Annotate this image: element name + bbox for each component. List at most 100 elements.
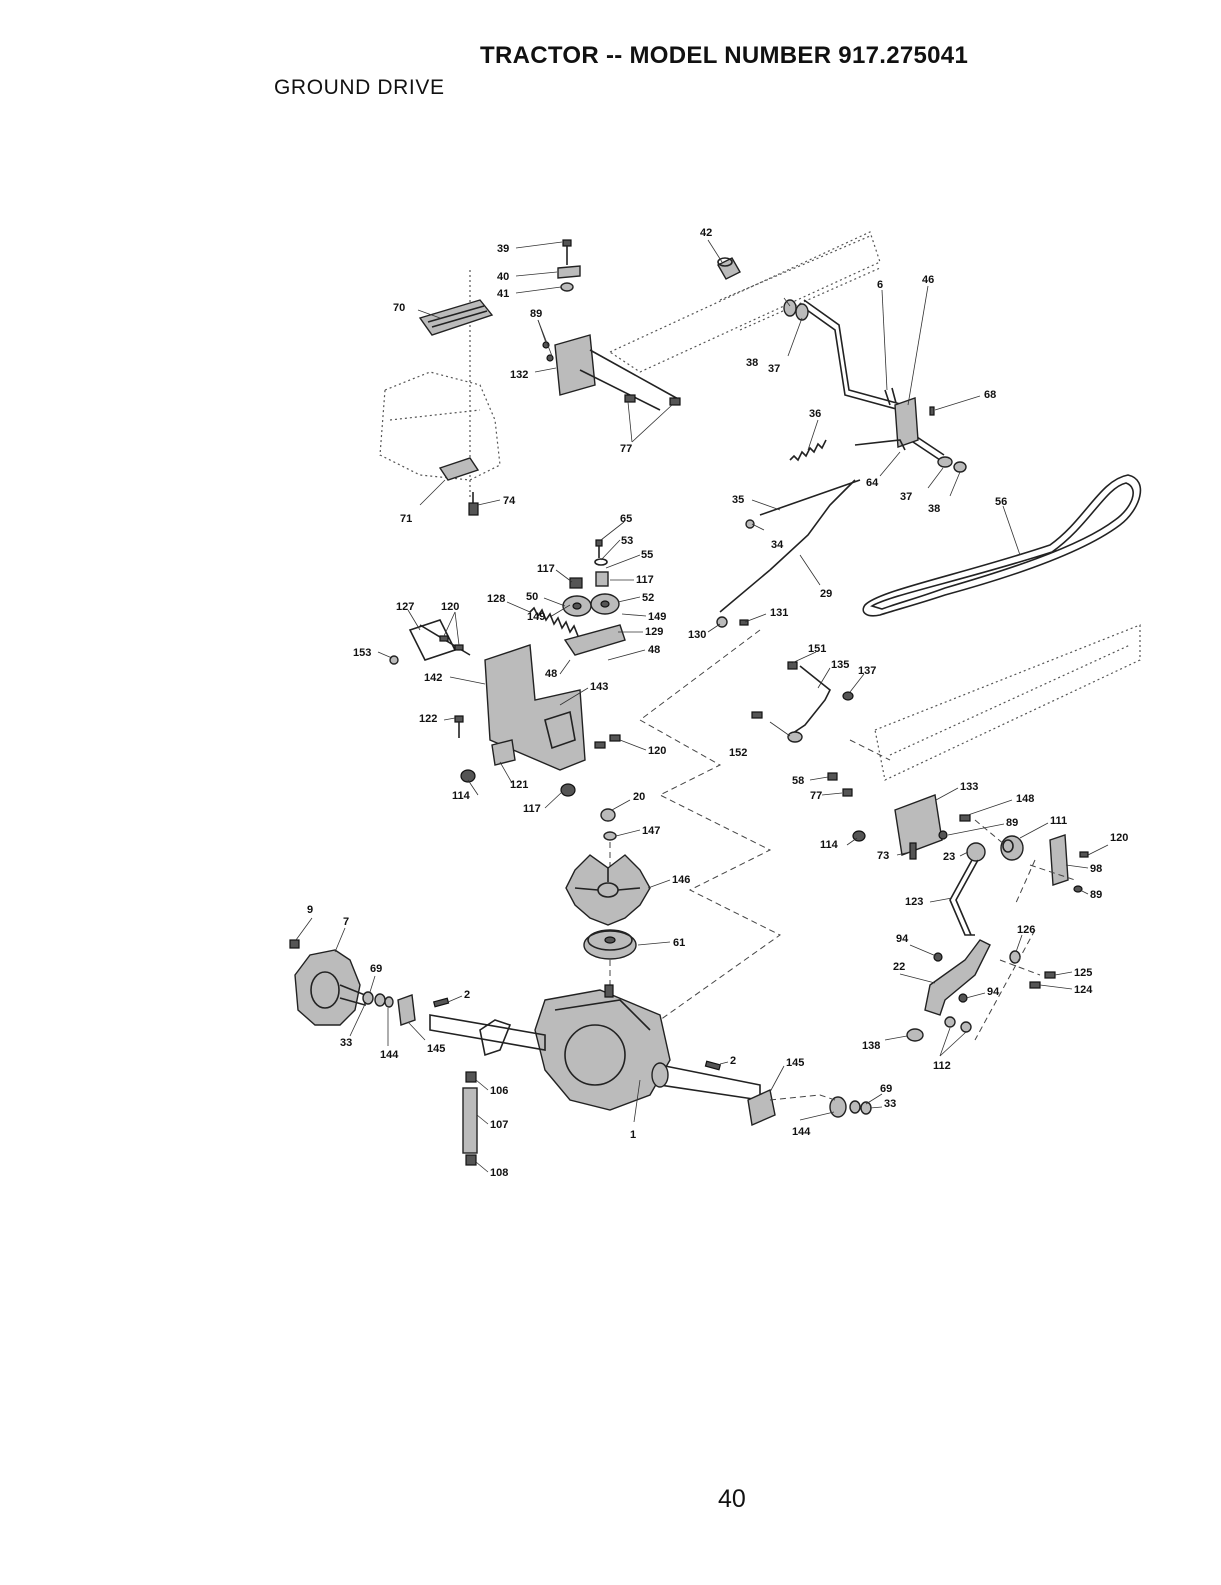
- part-number-labels: 39 40 41 42 70 89 132 77 38 37 6 46 68 3…: [307, 227, 1128, 1179]
- part-label: 64: [866, 477, 879, 489]
- part-label: 1: [630, 1129, 636, 1141]
- part-label: 117: [523, 803, 541, 815]
- part-label: 89: [1090, 889, 1102, 901]
- part-label: 107: [490, 1119, 508, 1131]
- spring-128: [529, 606, 579, 637]
- part-label: 77: [810, 790, 822, 802]
- nut-washer-20: [600, 808, 617, 870]
- part-label: 22: [893, 961, 905, 973]
- part-label: 9: [307, 904, 313, 916]
- bracket-plate-142: [389, 619, 586, 771]
- part-label: 23: [943, 851, 955, 863]
- idler-pulleys: [562, 539, 620, 617]
- part-label: 135: [831, 659, 849, 671]
- section-title: GROUND DRIVE: [274, 76, 445, 99]
- part-label: 2: [464, 989, 470, 1001]
- part-label: 149: [527, 611, 545, 623]
- part-label: 117: [537, 563, 555, 575]
- part-label: 133: [960, 781, 978, 793]
- part-label: 144: [792, 1126, 811, 1138]
- part-label: 48: [545, 668, 557, 680]
- part-label: 36: [809, 408, 821, 420]
- part-label: 120: [1110, 832, 1128, 844]
- part-label: 130: [688, 629, 706, 641]
- part-label: 117: [636, 574, 654, 586]
- part-label: 114: [452, 790, 471, 802]
- part-label: 52: [642, 592, 654, 604]
- bracket-132: [542, 334, 681, 411]
- part-label: 65: [620, 513, 632, 525]
- bracket-98: [1049, 834, 1089, 893]
- part-label: 121: [510, 779, 528, 791]
- part-label: 42: [700, 227, 712, 239]
- bushing-111: [1000, 835, 1024, 861]
- part-label: 70: [393, 302, 405, 314]
- part-label: 29: [820, 588, 832, 600]
- rod-end-130: [716, 616, 749, 628]
- part-label: 114: [820, 839, 839, 851]
- part-label: 128: [487, 593, 505, 605]
- part-label: 73: [877, 850, 889, 862]
- right-axle-hardware: [747, 1088, 872, 1127]
- pedal-pad: [418, 299, 494, 336]
- part-label: 74: [503, 495, 516, 507]
- part-label: 149: [648, 611, 666, 623]
- key-2-right: [704, 1060, 722, 1071]
- part-label: 120: [648, 745, 666, 757]
- part-label: 138: [862, 1040, 880, 1052]
- idler-arm-129: [563, 624, 626, 656]
- part-label: 56: [995, 496, 1007, 508]
- part-label: 33: [884, 1098, 896, 1110]
- spring-36: [789, 439, 827, 462]
- frame-rail-lower: [874, 624, 1141, 781]
- part-label: 69: [370, 963, 382, 975]
- part-label: 132: [510, 369, 528, 381]
- part-label: 20: [633, 791, 645, 803]
- part-label: 61: [673, 937, 685, 949]
- part-label: 55: [641, 549, 653, 561]
- part-label: 33: [340, 1037, 352, 1049]
- leader-lines: [295, 239, 1109, 1173]
- part-label: 46: [922, 274, 934, 286]
- part-label: 120: [441, 601, 459, 613]
- part-label: 34: [771, 539, 784, 551]
- dashed-connectors: [639, 629, 1076, 1101]
- part-label: 89: [530, 308, 542, 320]
- part-label: 58: [792, 775, 804, 787]
- part-label: 48: [648, 644, 660, 656]
- linkage-135: [751, 661, 854, 743]
- part-label: 145: [427, 1043, 445, 1055]
- part-label: 37: [900, 491, 912, 503]
- part-label: 125: [1074, 967, 1092, 979]
- part-label: 146: [672, 874, 690, 886]
- part-label: 77: [620, 443, 632, 455]
- part-label: 111: [1050, 815, 1067, 827]
- drive-belt-56: [862, 474, 1142, 617]
- part-label: 137: [858, 665, 876, 677]
- part-label: 142: [424, 672, 442, 684]
- part-label: 108: [490, 1167, 508, 1179]
- bushing-42: [717, 257, 741, 280]
- part-label: 68: [984, 389, 996, 401]
- part-label: 145: [786, 1057, 804, 1069]
- part-label: 53: [621, 535, 633, 547]
- part-label: 124: [1074, 984, 1093, 996]
- lever-plate-22: [906, 939, 1056, 1042]
- bolt-clip-nut: [557, 239, 581, 292]
- part-label: 123: [905, 896, 923, 908]
- part-label: 106: [490, 1085, 508, 1097]
- shaft-106-108: [462, 1071, 478, 1166]
- part-label: 35: [732, 494, 744, 506]
- part-label: 127: [396, 601, 414, 613]
- part-label: 41: [497, 288, 509, 300]
- part-label: 153: [353, 647, 371, 659]
- part-label: 147: [642, 825, 660, 837]
- part-label: 143: [590, 681, 608, 693]
- part-label: 131: [770, 607, 788, 619]
- screw-74: [468, 492, 479, 516]
- part-label: 38: [746, 357, 758, 369]
- part-label: 38: [928, 503, 940, 515]
- part-label: 6: [877, 279, 883, 291]
- pin-bracket-46: [884, 387, 935, 448]
